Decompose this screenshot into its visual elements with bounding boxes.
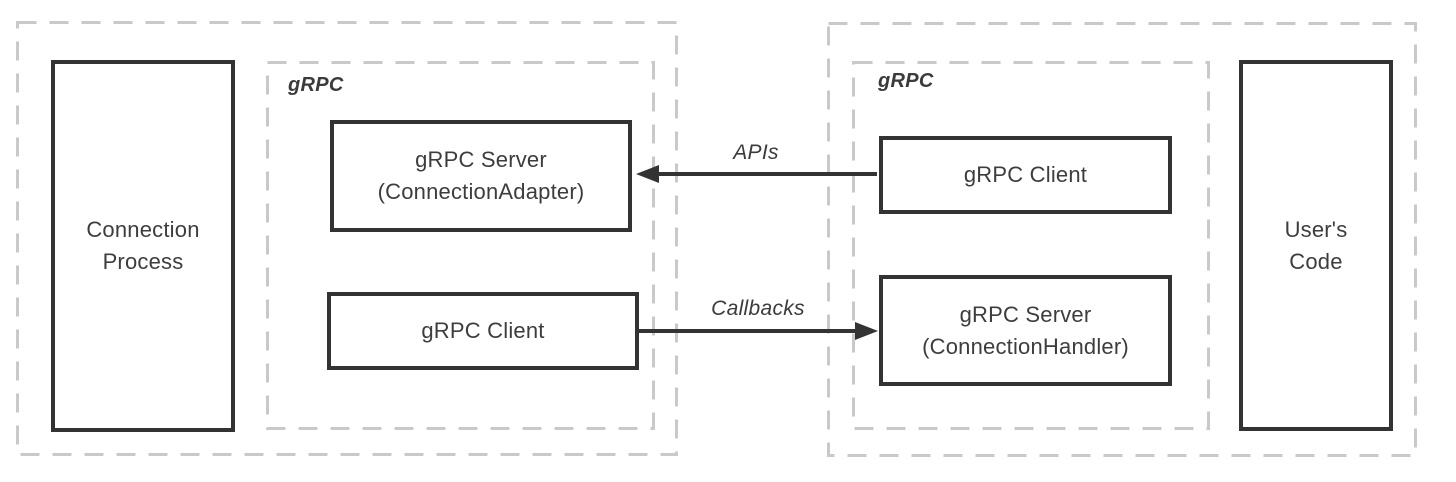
left-grpc-container-label: gRPC — [288, 74, 344, 96]
connection-process-box: Connection Process — [51, 60, 235, 432]
right-grpc-client-box: gRPC Client — [879, 136, 1172, 214]
left-process-dashed-container — [16, 21, 678, 456]
callbacks-arrowhead-right-icon — [855, 322, 878, 340]
users-code-box: User's Code — [1239, 60, 1393, 431]
right-grpc-container-label: gRPC — [878, 70, 934, 92]
left-grpc-dashed-container — [266, 61, 655, 430]
grpc-server-connection-handler-box: gRPC Server (ConnectionHandler) — [879, 275, 1172, 386]
right-user-dashed-container — [827, 22, 1417, 457]
apis-arrowhead-left-icon — [636, 165, 659, 183]
grpc-server-connection-adapter-box: gRPC Server (ConnectionAdapter) — [330, 120, 632, 232]
callbacks-arrow-label: Callbacks — [711, 297, 805, 320]
right-grpc-dashed-container — [852, 61, 1210, 430]
apis-arrow-label: APIs — [733, 141, 779, 164]
left-grpc-client-box: gRPC Client — [327, 292, 639, 370]
